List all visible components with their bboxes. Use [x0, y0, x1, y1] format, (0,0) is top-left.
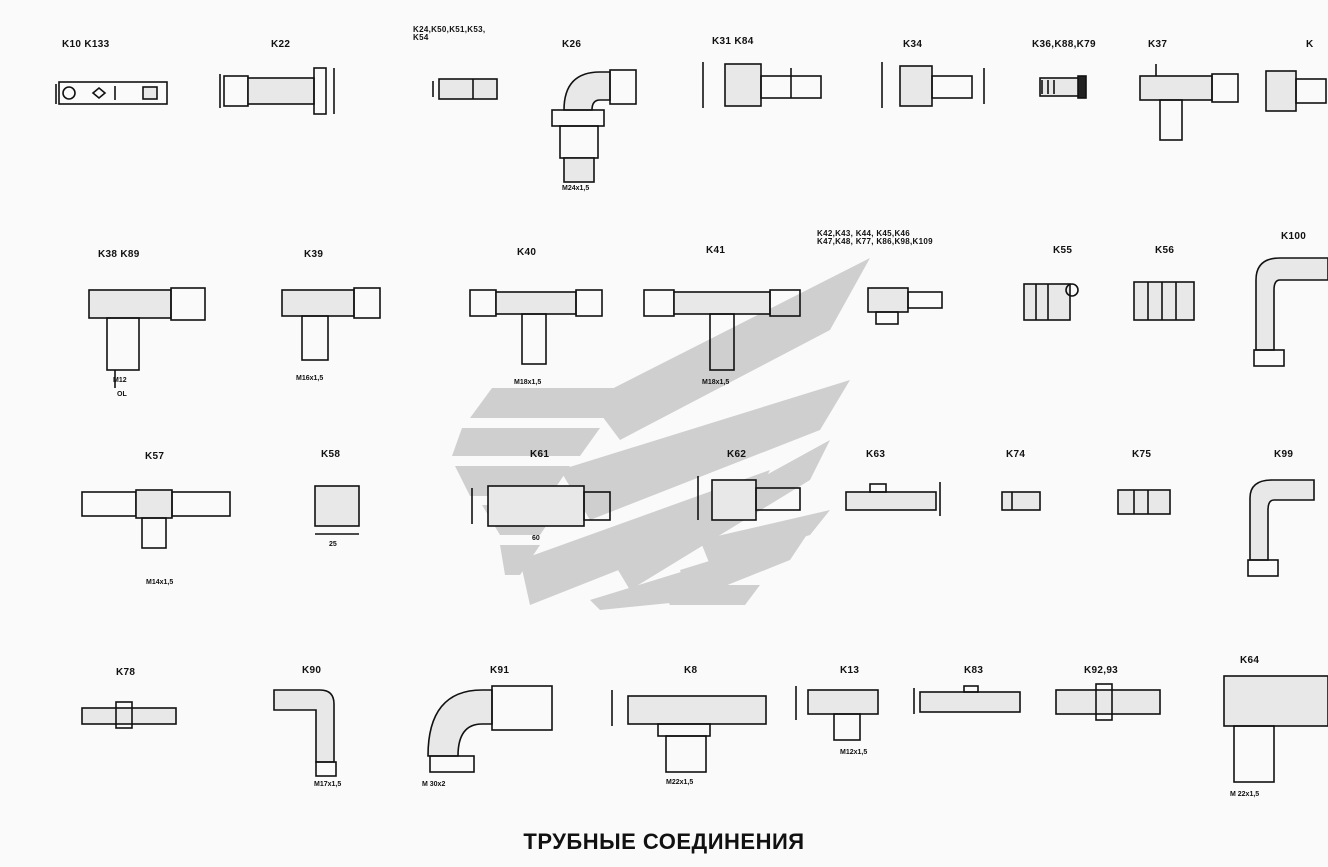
part-label: K36,K88,K79	[1032, 39, 1096, 50]
part-label: K58	[321, 449, 341, 460]
dim-text: M18x1,5	[514, 379, 541, 386]
part-label: K99	[1274, 449, 1294, 460]
dim-text: M24x1,5	[562, 185, 589, 192]
fitting-drawing	[867, 287, 943, 325]
part-label: K92,93	[1084, 665, 1119, 676]
dim-text: M12x1,5	[840, 749, 867, 756]
dim-text: M18x1,5	[702, 379, 729, 386]
fitting-drawing: M14x1,5	[81, 489, 231, 586]
fitting-drawing	[845, 482, 941, 516]
part-label: K64	[1240, 655, 1260, 666]
fitting-drawing	[1247, 479, 1315, 577]
fitting-drawing	[1117, 489, 1171, 515]
part-label: K40	[517, 247, 537, 258]
fitting-drawing	[1055, 683, 1161, 721]
part-label: K42,K43, K44, K45,K46 K47,K48, K77, K86,…	[817, 229, 933, 246]
fitting-drawing: M18x1,5	[469, 289, 603, 386]
part-label: K8	[684, 665, 698, 676]
fitting-drawing	[219, 67, 335, 115]
fitting-drawing: M12x1,5	[795, 686, 879, 756]
fitting-drawing	[1001, 491, 1041, 511]
fitting-drawing: M 30x2	[422, 685, 553, 788]
part-label-clipped: K	[1306, 39, 1314, 50]
fitting-drawing	[1139, 64, 1239, 141]
fitting-drawing: 25	[314, 485, 360, 548]
fitting-drawing	[55, 81, 168, 105]
part-label: K24,K50,K51,K53, K54	[413, 25, 486, 42]
dim-text: 60	[532, 535, 540, 542]
part-label: K10 K133	[62, 39, 110, 50]
part-label: K100	[1281, 231, 1307, 242]
fitting-drawing	[913, 685, 1021, 714]
part-label: K62	[727, 449, 747, 460]
dim-text: M16x1,5	[296, 375, 323, 382]
fitting-drawing: M16x1,5	[281, 287, 381, 382]
part-label: K34	[903, 39, 923, 50]
part-label: K39	[304, 249, 324, 260]
part-label: K61	[530, 449, 550, 460]
part-label: K90	[302, 665, 322, 676]
fitting-drawing: M22x1,5	[611, 690, 767, 786]
part-label: K63	[866, 449, 886, 460]
part-label: K38 K89	[98, 249, 140, 260]
part-label: K13	[840, 665, 860, 676]
fitting-drawing: M18x1,5	[643, 289, 801, 386]
fitting-drawing	[81, 701, 177, 729]
dim-text: M17x1,5	[314, 781, 341, 788]
part-label: K74	[1006, 449, 1026, 460]
fitting-drawing	[1133, 281, 1195, 321]
part-label: K91	[490, 665, 510, 676]
dim-text: M22x1,5	[666, 779, 693, 786]
fitting-drawing: 60	[471, 485, 611, 542]
dim-text: M12	[113, 377, 127, 384]
fitting-drawing: M24x1,5	[551, 69, 637, 192]
fitting-drawing: M17x1,5	[273, 689, 341, 788]
part-label: K22	[271, 39, 291, 50]
fitting-drawing	[697, 476, 801, 521]
fitting-drawing: M 22x1,5	[1223, 675, 1328, 798]
part-label: K78	[116, 667, 136, 678]
dim-text: OL	[117, 391, 127, 398]
fitting-drawing: M12 OL	[88, 287, 206, 398]
fitting-drawing	[432, 78, 498, 100]
fitting-drawing	[702, 62, 822, 108]
part-label: K26	[562, 39, 582, 50]
dim-text: M14x1,5	[146, 579, 173, 586]
dim-text: 25	[329, 541, 337, 548]
part-label: K31 K84	[712, 36, 754, 47]
fitting-drawing	[1023, 283, 1079, 321]
part-label: K75	[1132, 449, 1152, 460]
part-label: K41	[706, 245, 726, 256]
dim-text: M 30x2	[422, 781, 445, 788]
part-label: K55	[1053, 245, 1073, 256]
fitting-drawing	[1253, 257, 1328, 367]
part-label: K83	[964, 665, 984, 676]
part-label: K37	[1148, 39, 1168, 50]
dim-text: M 22x1,5	[1230, 791, 1259, 798]
fitting-drawing	[1039, 75, 1087, 99]
fitting-drawing	[1265, 70, 1327, 112]
page-caption: ТРУБНЫЕ СОЕДИНЕНИЯ	[523, 829, 805, 854]
part-label: K57	[145, 451, 165, 462]
part-label: K56	[1155, 245, 1175, 256]
fitting-drawing	[881, 62, 985, 108]
